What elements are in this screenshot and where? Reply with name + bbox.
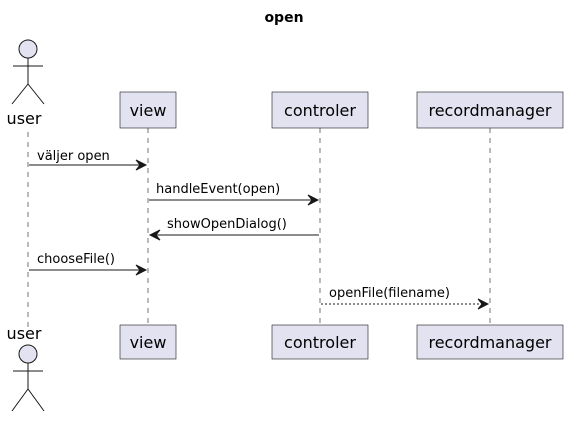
message-handle-event: handleEvent(open) bbox=[149, 182, 320, 206]
participant-label: recordmanager bbox=[428, 101, 551, 120]
message-label: openFile(filename) bbox=[329, 286, 450, 301]
participant-label: view bbox=[130, 333, 167, 352]
arrowhead bbox=[148, 229, 161, 241]
actor-user-bottom: user bbox=[7, 324, 45, 412]
participant-controler-top: controler bbox=[271, 91, 369, 129]
diagram-title: open bbox=[264, 10, 303, 26]
participant-label: recordmanager bbox=[428, 333, 551, 352]
participant-label: view bbox=[130, 101, 167, 120]
arrowhead bbox=[477, 298, 490, 310]
participant-box bbox=[416, 324, 564, 360]
arrowhead bbox=[135, 264, 148, 276]
actor-user-top: user bbox=[7, 39, 45, 128]
message-show-open-dialog: showOpenDialog() bbox=[148, 217, 319, 241]
actor-leg-left bbox=[11, 83, 29, 105]
participant-view-top: view bbox=[119, 91, 177, 129]
participant-label: controler bbox=[284, 101, 356, 120]
participant-controler-bottom: controler bbox=[271, 324, 369, 360]
participant-box bbox=[271, 324, 369, 360]
message-label: showOpenDialog() bbox=[167, 217, 287, 232]
participant-box bbox=[271, 91, 369, 129]
participant-box bbox=[119, 91, 177, 129]
participant-box bbox=[416, 91, 564, 129]
message-valjer-open: väljer open bbox=[29, 149, 148, 171]
actor-label-user-top: user bbox=[7, 109, 42, 128]
actor-leg-right bbox=[27, 388, 45, 412]
message-label: handleEvent(open) bbox=[156, 182, 280, 197]
actor-label-user-bottom: user bbox=[7, 324, 42, 343]
participant-view-bottom: view bbox=[119, 324, 177, 360]
arrowhead bbox=[307, 194, 320, 206]
participant-recordmanager-bottom: recordmanager bbox=[416, 324, 564, 360]
actor-head bbox=[18, 344, 38, 364]
message-open-file: openFile(filename) bbox=[321, 286, 490, 310]
participant-recordmanager-top: recordmanager bbox=[416, 91, 564, 129]
message-label: chooseFile() bbox=[37, 252, 115, 267]
participant-box bbox=[119, 324, 177, 360]
actor-leg-left bbox=[11, 388, 29, 412]
message-choose-file: chooseFile() bbox=[29, 252, 148, 276]
message-label: väljer open bbox=[37, 149, 110, 164]
participant-label: controler bbox=[284, 333, 356, 352]
actor-leg-right bbox=[27, 83, 45, 105]
actor-head bbox=[18, 39, 38, 59]
arrowhead bbox=[135, 159, 148, 171]
